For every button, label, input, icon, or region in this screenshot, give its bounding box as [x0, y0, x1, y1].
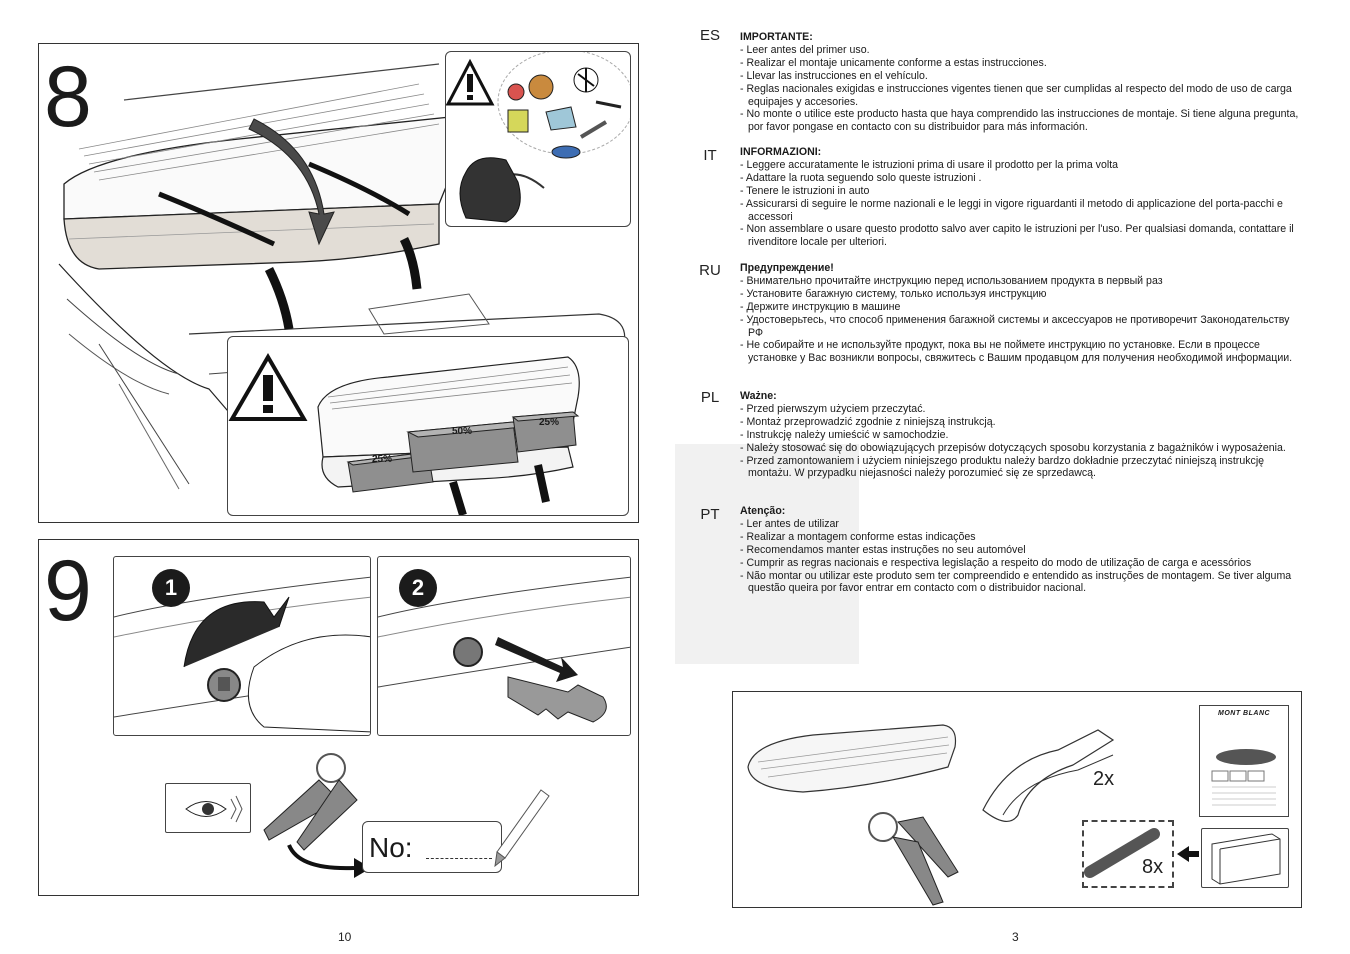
gray-background-area [675, 444, 859, 664]
section-it-line: - Assicurarsi di seguire le norme nazion… [740, 197, 1283, 223]
lang-code-it: IT [703, 147, 717, 164]
section-pl-line: - Montaż przeprowadzić zgodnie z niniejs… [740, 415, 996, 428]
section-pl-line: - Przed pierwszym użyciem przeczytać. [740, 402, 926, 415]
key-number-write-line [426, 858, 492, 859]
section-es-line: - Reglas nacionales exigidas e instrucci… [740, 82, 1292, 108]
section-es-line: - Realizar el montaje unicamente conform… [740, 56, 1047, 69]
page-number-right: 3 [1012, 930, 1019, 944]
load-distribution-inset: 25% 50% 25% [227, 336, 629, 516]
section-ru-line: - Установите багажную систему, только ис… [740, 287, 1047, 300]
key-turn-illustration [114, 576, 370, 733]
section-pt-line: - Ler antes de utilizar [740, 517, 839, 530]
straps-quantity: 2x [1093, 768, 1115, 790]
eye-icon-box [165, 783, 251, 833]
roof-bar-profile-box [1201, 828, 1289, 888]
instruction-booklet-thumbnail: MONT BLANC [1199, 705, 1289, 817]
step-9-number: 9 [44, 543, 92, 639]
section-pt-line: - Realizar a montagem conforme estas ind… [740, 530, 976, 543]
booklet-brand-logo: MONT BLANC [1218, 710, 1271, 717]
lang-code-pl: PL [700, 389, 720, 406]
section-es-line: - Leer antes del primer uso. [740, 43, 870, 56]
substep-1-number: 1 [164, 575, 178, 600]
pencil-icon [494, 789, 550, 868]
straps-icon [982, 729, 1115, 822]
unlock-substep-2-inset: 2 [377, 556, 631, 736]
section-pt-heading: Atenção: [740, 505, 786, 517]
pads-dashed-box: 8x [1082, 820, 1174, 888]
section-es-line: - Llevar las instrucciones en el vehícul… [740, 69, 928, 82]
load-label-center: 50% [452, 426, 473, 437]
section-ru-line: - Держите инструкцию в машине [740, 300, 901, 313]
section-ru: Предупреждение! - Внимательно прочитайте… [740, 262, 1305, 365]
load-label-right: 25% [539, 417, 560, 428]
section-ru-heading: Предупреждение! [740, 262, 834, 274]
substep-1-badge: 1 [152, 569, 190, 607]
section-es: IMPORTANTE: - Leer antes del primer uso.… [740, 31, 1305, 134]
section-pl: Ważne: - Przed pierwszym użyciem przeczy… [740, 390, 1305, 480]
section-it-heading: INFORMAZIONI: [740, 146, 822, 158]
section-pl-line: - Przed zamontowaniem i użyciem niniejsz… [740, 454, 1265, 480]
section-pl-line: - Instrukcję należy umieścić w samochodz… [740, 428, 949, 441]
section-it-line: - Non assemblare o usare questo prodotto… [740, 223, 1294, 249]
section-it-line: - Adattare la ruota seguendo solo queste… [740, 171, 982, 184]
load-distribution-illustration [228, 353, 580, 515]
unlock-substep-1-inset: 1 [113, 556, 371, 736]
section-it-line: - Leggere accuratamente le istruzioni pr… [740, 158, 1119, 171]
booklet-cover-image [1211, 749, 1276, 806]
key-number-card: No: [362, 821, 502, 873]
lang-code-ru: RU [699, 262, 721, 279]
lang-code-es: ES [699, 27, 720, 44]
package-contents-panel: 2x 8x MONT BLANC [732, 691, 1302, 908]
section-es-heading: IMPORTANTE: [740, 31, 813, 43]
substep-2-number: 2 [411, 575, 425, 600]
keys-to-note-illustration [263, 753, 371, 878]
section-es-line: - No monte o utilice este producto hasta… [740, 108, 1299, 134]
roof-box-icon [747, 724, 957, 793]
section-pt: Atenção: - Ler antes de utilizar - Reali… [740, 505, 1305, 595]
section-pl-heading: Ważne: [740, 390, 777, 402]
warning-loose-items-inset [445, 51, 631, 227]
eye-icon [185, 795, 243, 823]
section-pl-line: - Należy stosować się do obowiązujących … [740, 441, 1286, 454]
lang-code-pt: PT [700, 506, 720, 523]
step-8-panel: 8 [38, 43, 639, 523]
step-9-panel: 9 1 2 [38, 539, 639, 896]
section-it: INFORMAZIONI: - Leggere accuratamente le… [740, 146, 1305, 249]
load-label-left: 25% [372, 454, 393, 465]
warning-items-illustration [446, 52, 630, 223]
key-remove-illustration [378, 576, 630, 723]
roof-bar-icon [1211, 833, 1281, 885]
section-it-line: - Tenere le istruzioni in auto [740, 184, 870, 197]
roof-box-loading-illustration [58, 63, 626, 490]
pads-quantity: 8x [1142, 856, 1164, 878]
keys-icon [868, 812, 959, 906]
section-pt-line: - Cumprir as regras nacionais e respecti… [740, 556, 1252, 569]
key-number-label: No: [369, 832, 413, 863]
section-ru-line: - Внимательно прочитайте инструкцию пере… [740, 274, 1163, 287]
step-8-number: 8 [44, 49, 92, 145]
section-ru-line: - Не собирайте и не используйте продукт,… [740, 339, 1293, 365]
section-pt-line: - Não montar ou utilizar este produto se… [740, 569, 1292, 595]
arrow-left-icon [1177, 846, 1199, 862]
substep-2-badge: 2 [399, 569, 437, 607]
section-pt-line: - Recomendamos manter estas instruções n… [740, 543, 1026, 556]
page-number-left: 10 [338, 930, 352, 944]
pad-icon [1084, 828, 1160, 878]
section-ru-line: - Удостоверьтесь, что способ применения … [740, 313, 1290, 339]
